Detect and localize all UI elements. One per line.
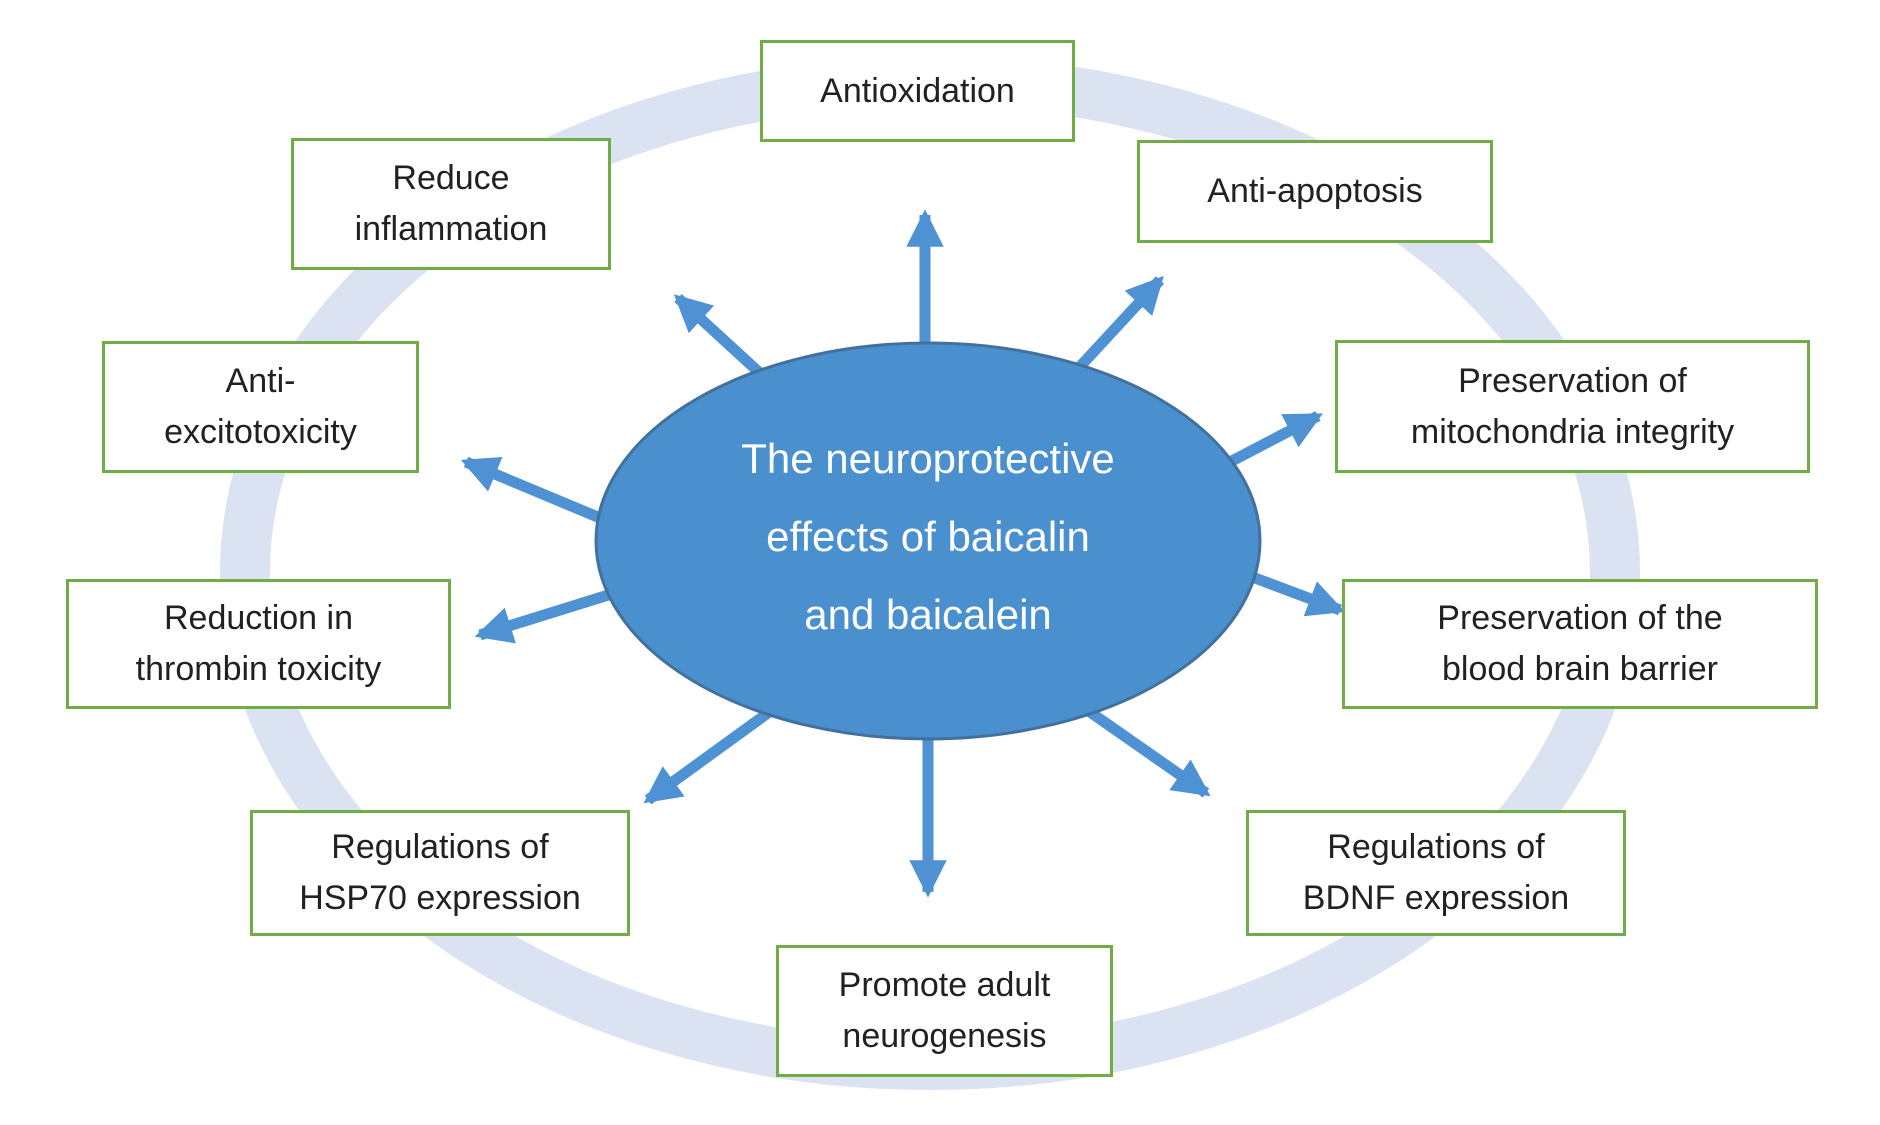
node-thrombin: Reduction in thrombin toxicity [66, 579, 451, 709]
arrow-to-hsp70 [643, 705, 776, 805]
arrow-to-bdnf [1086, 707, 1211, 798]
arrow-to-excitotoxicity [460, 456, 615, 529]
center-title-line-3: and baicalein [804, 591, 1052, 638]
center-title-line-2: effects of baicalin [766, 513, 1090, 560]
node-excitotoxicity: Anti- excitotoxicity [102, 341, 419, 473]
arrow-to-blood-brain [1253, 572, 1346, 617]
arrow-to-anti-apoptosis [1070, 275, 1165, 376]
center-title: The neuroprotective effects of baicalin … [628, 420, 1228, 654]
node-neurogenesis: Promote adult neurogenesis [776, 945, 1113, 1077]
arrow-to-thrombin [474, 586, 620, 644]
center-ellipse [594, 341, 1262, 741]
node-blood-brain: Preservation of the blood brain barrier [1342, 579, 1818, 709]
node-inflammation: Reduce inflammation [291, 138, 611, 270]
arrow-group [460, 209, 1346, 898]
node-bdnf: Regulations of BDNF expression [1246, 810, 1626, 936]
arrow-to-mitochondria [1227, 411, 1323, 467]
node-anti-apoptosis: Anti-apoptosis [1137, 140, 1493, 243]
node-mitochondria: Preservation of mitochondria integrity [1335, 340, 1810, 473]
node-antioxidation: Antioxidation [760, 40, 1075, 142]
node-hsp70: Regulations of HSP70 expression [250, 810, 630, 936]
center-title-line-1: The neuroprotective [741, 435, 1115, 482]
